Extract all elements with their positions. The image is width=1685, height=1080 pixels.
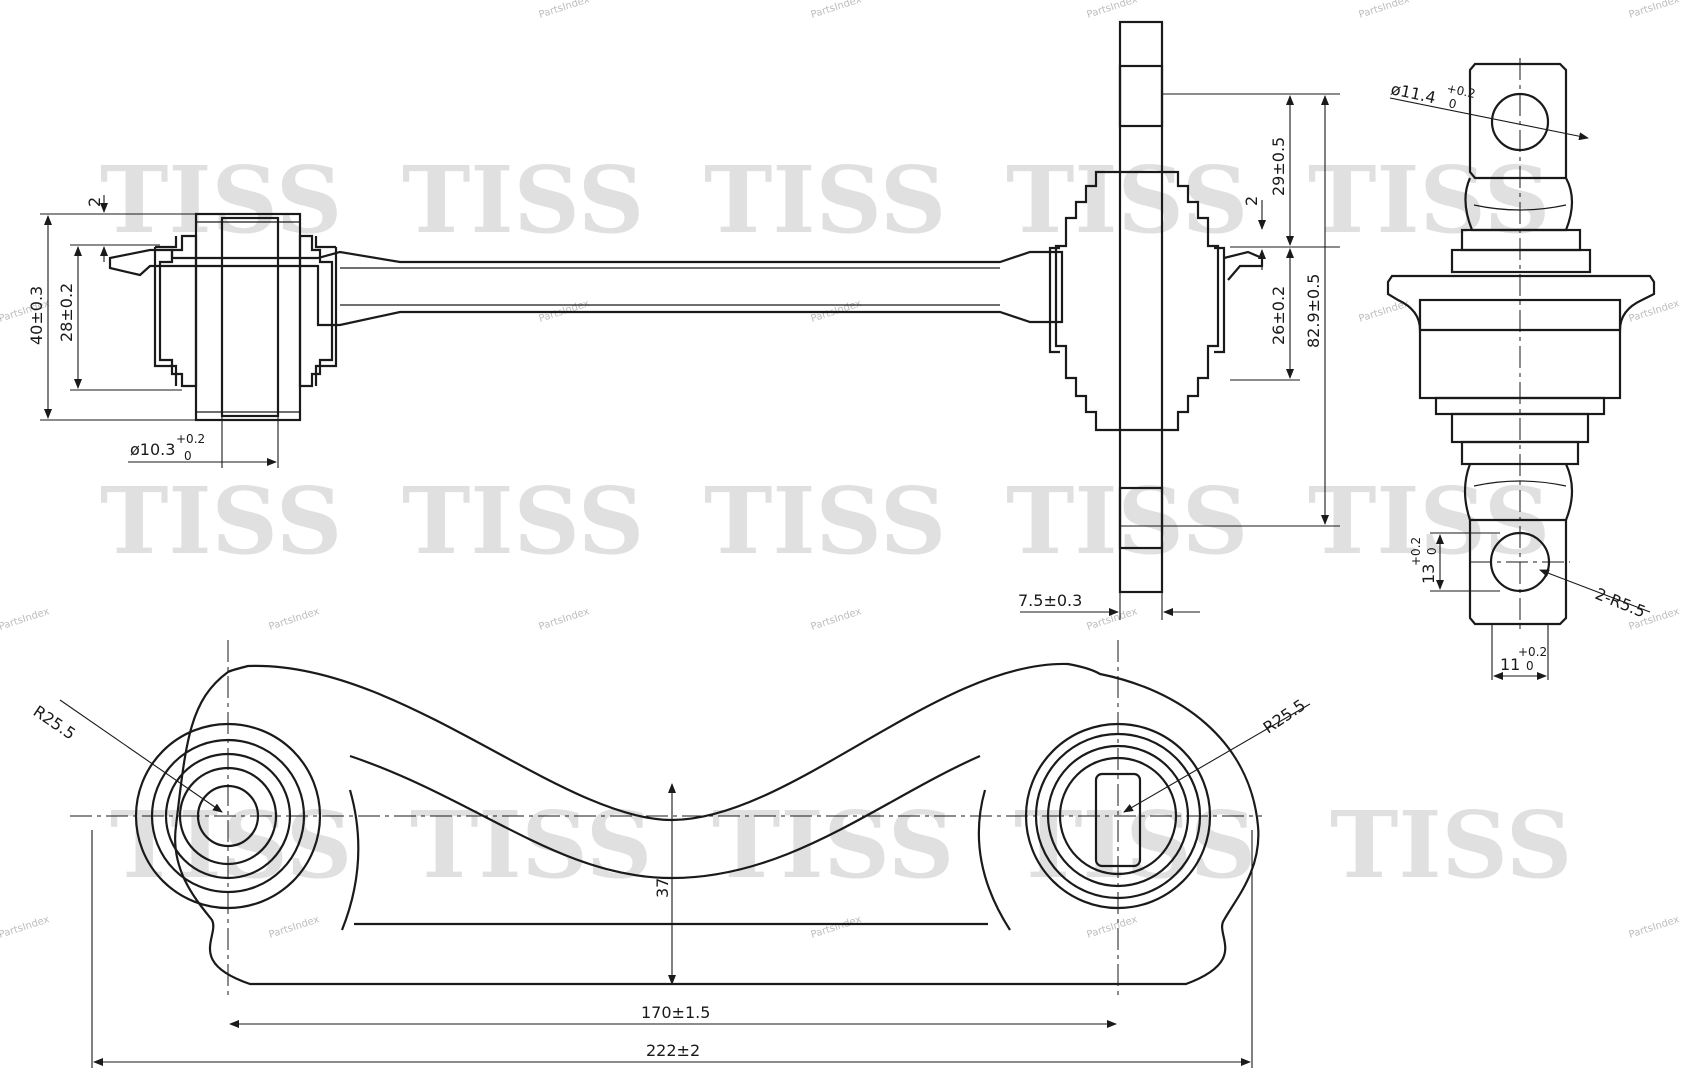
right-bushing-rubber xyxy=(1054,170,1220,432)
right-bushing-collar xyxy=(1048,246,1226,354)
dim-center-distance: 170±1.5 xyxy=(641,1003,710,1022)
watermark-brand: TISS xyxy=(402,146,644,254)
watermark-site: PartsIndex xyxy=(0,914,51,941)
arm-body-section xyxy=(108,248,1064,327)
lower-mount-tab xyxy=(1468,518,1568,626)
dim-slot-width-tol-lower: 0 xyxy=(1526,659,1534,673)
watermark-site: PartsIndex xyxy=(268,606,321,633)
side-flange xyxy=(1386,274,1656,332)
watermark-site: PartsIndex xyxy=(810,606,863,633)
dim-left-top-step: 2 xyxy=(85,197,104,207)
dim-slot-height-tol-upper: +0.2 xyxy=(1409,537,1423,566)
left-bushing-shell xyxy=(314,236,338,386)
dim-slot-width-tol-upper: +0.2 xyxy=(1518,645,1547,659)
watermark-site: PartsIndex xyxy=(1358,0,1411,21)
watermark-brand: TISS xyxy=(1330,791,1572,899)
watermark-brand: TISS xyxy=(704,146,946,254)
watermark-brand: TISS xyxy=(100,467,342,575)
watermark-brand: TISS xyxy=(1006,467,1248,575)
watermark-brand: TISS xyxy=(1006,146,1248,254)
dim-hole-upper-tol-lower: 0 xyxy=(1447,96,1457,111)
left-inner-sleeve xyxy=(194,212,302,422)
watermark-site: PartsIndex xyxy=(810,0,863,21)
dim-left-bore-tol-upper: +0.2 xyxy=(176,432,205,446)
dim-left-bore-tol-lower: 0 xyxy=(184,449,192,463)
watermark-brand: TISS xyxy=(712,791,954,899)
arm-inner-contour xyxy=(977,789,1011,931)
watermark-site: PartsIndex xyxy=(268,914,321,941)
watermark-brand: TISS xyxy=(402,467,644,575)
dim-plate-thickness: 7.5±0.3 xyxy=(1018,591,1082,610)
dim-radius-right: R25.5 xyxy=(1260,695,1309,737)
left-bushing-shell xyxy=(153,236,178,386)
watermark-layer: TISS TISS TISS TISS TISS TISS TISS TISS … xyxy=(0,0,1681,941)
arm-outline xyxy=(174,662,1260,986)
plate-hole-lower xyxy=(1118,486,1164,550)
dim-right-top-step: 2 xyxy=(1242,196,1261,206)
dim-slot-width: 11 xyxy=(1500,655,1520,674)
dim-slot-height: 13 xyxy=(1419,564,1438,584)
dim-left-bush-height: 40±0.3 xyxy=(27,286,46,345)
watermark-brand: TISS xyxy=(410,791,652,899)
left-inner-bore xyxy=(220,216,280,418)
right-bushing-flange xyxy=(1223,250,1264,281)
watermark-site: PartsIndex xyxy=(538,606,591,633)
watermark-site: PartsIndex xyxy=(1086,914,1139,941)
watermark-site: PartsIndex xyxy=(810,914,863,941)
watermark-brand: TISS xyxy=(704,467,946,575)
leader-slot-radius xyxy=(1539,569,1651,613)
dim-left-bore: ø10.3 xyxy=(130,440,175,459)
dim-slot-height-tol-lower: 0 xyxy=(1425,547,1439,555)
watermark-brand: TISS xyxy=(1308,146,1550,254)
side-view-dimensions: ø11.4 +0.2 0 13 +0.2 0 2-R5.5 11 +0.2 0 xyxy=(1389,79,1651,680)
watermark-site: PartsIndex xyxy=(538,0,591,21)
dim-slot-radius: 2-R5.5 xyxy=(1593,584,1649,621)
watermark-site: PartsIndex xyxy=(1086,606,1139,633)
leader-radius-left xyxy=(59,699,223,813)
dim-hole-upper-tol-upper: +0.2 xyxy=(1445,81,1476,101)
left-bushing-rubber xyxy=(158,234,198,388)
dim-arm-depth: 37 xyxy=(653,878,672,898)
left-bushing-rubber xyxy=(298,234,334,388)
watermark-site: PartsIndex xyxy=(1628,914,1681,941)
leader-hole-upper xyxy=(1389,97,1589,141)
watermark-site: PartsIndex xyxy=(0,606,51,633)
arm-inner-contour xyxy=(340,789,360,931)
right-bolt-plate xyxy=(1118,20,1164,594)
upper-collar-2 xyxy=(1450,248,1592,274)
lower-neck xyxy=(1463,463,1574,521)
dim-left-bush-inner: 28±0.2 xyxy=(57,283,76,342)
front-view-dimensions: 40±0.3 28±0.2 2 ø10.3 +0.2 0 29±0.5 26±0… xyxy=(27,93,1340,620)
front-section-view xyxy=(108,20,1264,594)
watermark-site: PartsIndex xyxy=(1086,0,1139,21)
watermark-site: PartsIndex xyxy=(1628,0,1681,21)
plate-hole-upper xyxy=(1118,64,1164,128)
dim-right-inner: 26±0.2 xyxy=(1269,286,1288,345)
dim-right-upper: 29±0.5 xyxy=(1269,137,1288,196)
dim-right-total: 82.9±0.5 xyxy=(1304,274,1323,348)
leader-radius-right xyxy=(1123,703,1311,813)
side-view xyxy=(1386,58,1656,632)
dim-overall-length: 222±2 xyxy=(646,1041,700,1060)
